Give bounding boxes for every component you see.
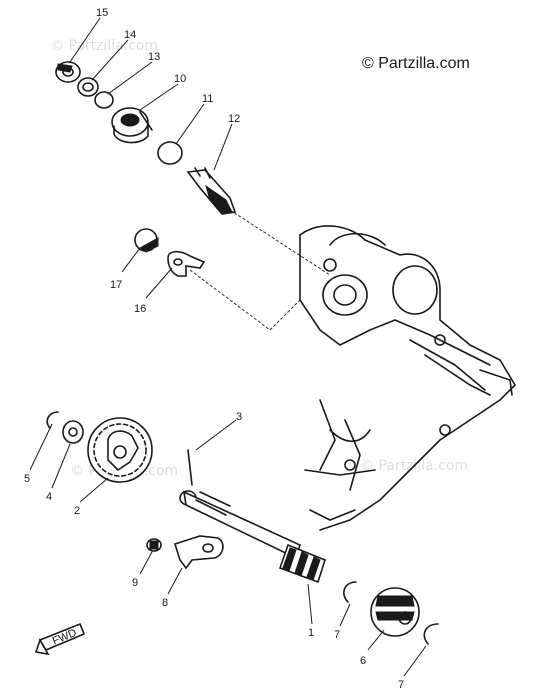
assembly-line-2 <box>189 269 301 331</box>
callout-1: 1 <box>308 627 314 639</box>
callout-4: 4 <box>46 491 52 503</box>
part-16-clip <box>167 250 206 277</box>
callout-5: 5 <box>24 473 30 485</box>
copyright-text: © Partzilla.com <box>362 55 470 72</box>
part-7-circlip-lower <box>423 623 439 645</box>
callout-15: 15 <box>96 7 108 19</box>
part-15-cap <box>55 61 81 83</box>
callout-10: 10 <box>174 73 186 85</box>
assembly-line-1 <box>229 209 331 276</box>
callout-6: 6 <box>360 655 366 667</box>
callout-7-upper: 7 <box>334 629 340 641</box>
crankcase-housing <box>299 225 516 531</box>
part-9-screw <box>146 538 162 552</box>
part-2-gear <box>87 417 153 483</box>
part-13-oring <box>94 91 114 109</box>
leader-lines <box>29 17 427 677</box>
part-11-oring <box>157 141 183 165</box>
callout-16: 16 <box>134 303 146 315</box>
part-7-circlip-upper <box>343 581 357 603</box>
part-4-washer <box>62 420 84 444</box>
callout-13: 13 <box>148 51 160 63</box>
fwd-label: FWD <box>51 627 79 648</box>
callout-3: 3 <box>236 411 242 423</box>
part-8-arm <box>173 535 224 570</box>
part-17-ball <box>134 228 159 253</box>
callout-9: 9 <box>132 577 138 589</box>
watermark-top: © Partzilla.com <box>50 38 158 54</box>
part-14-washer <box>77 77 99 97</box>
callout-2: 2 <box>74 505 80 517</box>
part-10-bushing <box>111 107 153 144</box>
callout-8: 8 <box>162 597 168 609</box>
callout-12: 12 <box>228 113 240 125</box>
callout-11: 11 <box>202 93 213 105</box>
part-6-segment <box>370 587 420 637</box>
part-5-circlip <box>46 411 59 429</box>
part-12-shift-shaft <box>186 167 237 215</box>
part-1-shift-shaft <box>179 490 326 584</box>
part-3-pin <box>187 449 193 486</box>
fwd-arrow: FWD <box>34 622 86 656</box>
callout-17: 17 <box>110 279 122 291</box>
callout-7-lower: 7 <box>398 679 404 691</box>
callout-14: 14 <box>124 29 136 41</box>
